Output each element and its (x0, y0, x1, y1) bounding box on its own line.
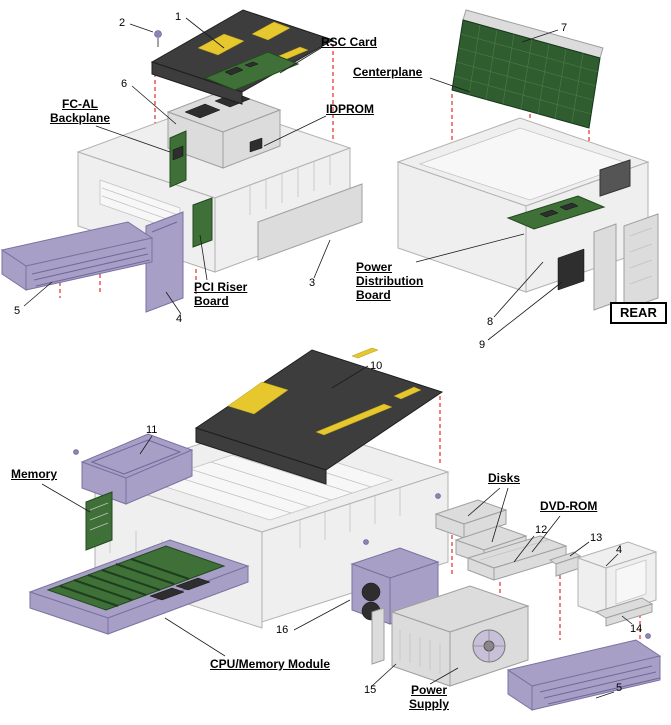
callout-1: 1 (175, 11, 182, 23)
rear-tag: REAR (610, 302, 667, 324)
screw-front (154, 30, 162, 47)
centerplane-board (451, 9, 604, 129)
front-view-illustration (0, 9, 363, 313)
label-idprom: IDPROM (326, 102, 374, 116)
callout-13: 13 (590, 532, 603, 544)
callout-11: 11 (146, 424, 158, 436)
rear-power-inlet (599, 159, 631, 197)
label-centerplane: Centerplane (353, 65, 423, 79)
callout-15: 15 (364, 684, 377, 696)
side-panel (257, 183, 363, 261)
power-distribution-board (506, 195, 606, 230)
callout-2: 2 (119, 17, 126, 29)
callout-6: 6 (121, 78, 128, 90)
label-rsc-card: RSC Card (321, 35, 378, 49)
rear-view-illustration (396, 9, 659, 311)
rear-panels (593, 213, 659, 311)
screws (73, 449, 651, 639)
idprom-chip (249, 137, 263, 153)
callout-5-top: 5 (14, 305, 21, 317)
media-door (145, 211, 184, 313)
rear-chassis (396, 117, 650, 293)
callout-10: 10 (370, 360, 383, 372)
drive-bracket (548, 551, 582, 577)
callout-9: 9 (479, 339, 486, 351)
callout-3: 3 (309, 277, 316, 289)
pci-riser-board (192, 197, 213, 248)
memory-tray (80, 433, 194, 505)
main-top-cover (194, 347, 444, 485)
rsc-card-board (203, 51, 300, 91)
memory-riser-board (85, 491, 113, 551)
callout-12: 12 (535, 524, 548, 536)
callout-16: 16 (276, 624, 289, 636)
cage-plate (594, 597, 654, 627)
main-disk-bezel (506, 639, 662, 711)
front-fan-tray (166, 89, 282, 169)
callout-5-bottom: 5 (616, 682, 623, 694)
main-view-illustration (28, 347, 662, 711)
rear-fan-grid (557, 248, 585, 291)
callout-14: 14 (630, 623, 643, 635)
label-memory: Memory (11, 467, 58, 481)
callout-8: 8 (487, 316, 494, 328)
fcal-backplane-board (169, 130, 187, 188)
drive-cage (576, 541, 658, 617)
cpu-memory-module-board (28, 539, 250, 635)
label-dvd-rom: DVD-ROM (540, 499, 598, 513)
front-disk-bezel (0, 221, 154, 291)
power-supply-unit (371, 585, 530, 687)
label-cpu-memory-module: CPU/Memory Module (210, 657, 331, 671)
label-disks: Disks (488, 471, 521, 485)
callout-7: 7 (561, 22, 568, 34)
callout-4-bottom: 4 (616, 544, 623, 556)
callout-4-top: 4 (176, 313, 183, 325)
leader-lines (23, 17, 633, 699)
